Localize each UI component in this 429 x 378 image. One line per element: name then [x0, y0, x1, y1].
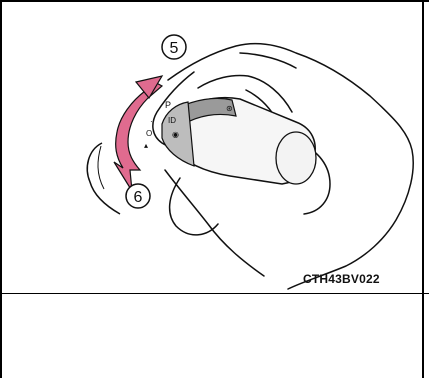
rotation-guide-arc — [87, 143, 120, 214]
figure-code: CTH43BV022 — [303, 272, 380, 286]
svg-text:O: O — [146, 129, 152, 138]
svg-text:·: · — [150, 117, 153, 126]
callout-5: 5 — [162, 35, 186, 59]
svg-text:ID: ID — [168, 116, 176, 125]
dial-icon: P ID ◉ · O ▴ ⊛ — [144, 98, 316, 184]
svg-text:⊛: ⊛ — [226, 104, 233, 113]
svg-text:▴: ▴ — [144, 141, 148, 150]
callout-6: 6 — [126, 184, 150, 208]
turn-signal-dial-illustration: P ID ◉ · O ▴ ⊛ 5 6 — [0, 0, 429, 294]
svg-text:◉: ◉ — [172, 130, 179, 139]
rotation-guide-arc-inner — [98, 146, 104, 189]
svg-text:P: P — [165, 100, 171, 110]
callout-6-label: 6 — [134, 189, 143, 206]
callout-5-label: 5 — [170, 40, 179, 57]
